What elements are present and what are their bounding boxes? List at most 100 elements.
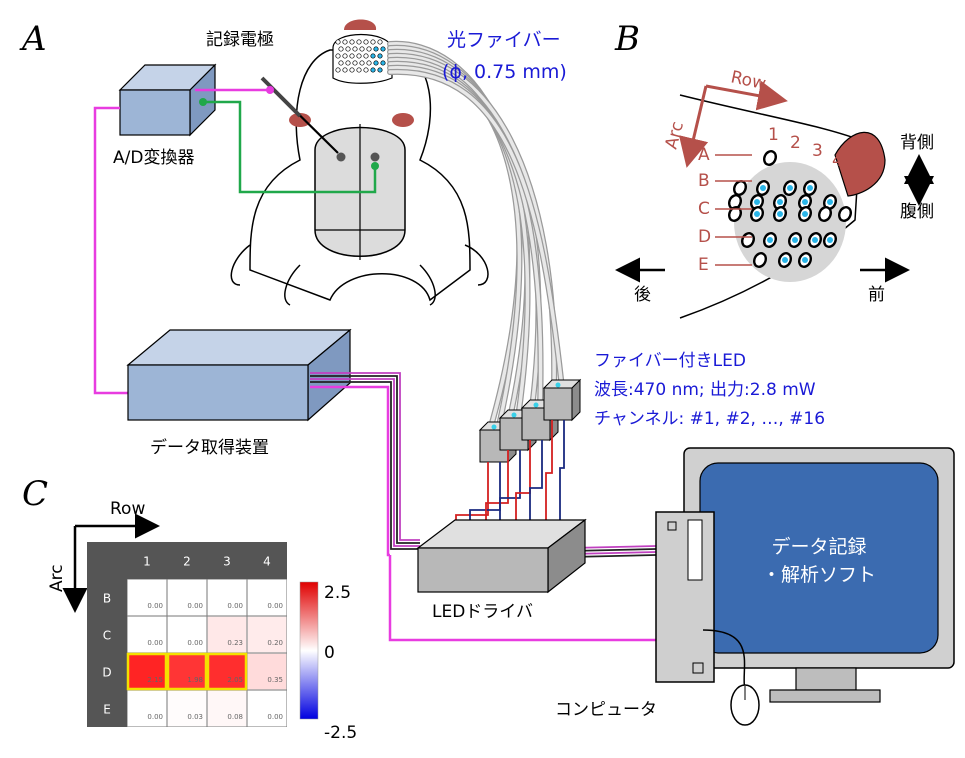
follicle-stimulated — [754, 199, 760, 205]
whisker-hole — [335, 53, 341, 59]
fiber-label: 光ファイバー — [447, 29, 561, 51]
led-module — [543, 387, 573, 421]
panel-letter-c: C — [22, 474, 48, 514]
bundle-wire — [310, 375, 420, 544]
follicle-stimulated — [782, 257, 788, 263]
whisker-hole — [356, 67, 362, 73]
whisker-hole — [363, 67, 369, 73]
led-wire-red — [455, 462, 489, 520]
whisker-pad — [332, 33, 393, 84]
stimulated-whisker — [370, 67, 376, 73]
stimulated-whisker — [373, 46, 379, 52]
whisker-pad-outline — [332, 33, 393, 84]
whisker-hole — [366, 46, 372, 52]
daq-driver-wire — [310, 385, 390, 557]
follicle-stimulated — [777, 211, 783, 217]
heatmap-value: 0.23 — [227, 639, 243, 647]
heatmap-value: 0.00 — [147, 602, 163, 610]
stimulated-whisker — [377, 67, 383, 73]
follicle-stimulated — [787, 185, 793, 191]
whisker-hole — [363, 39, 369, 45]
whisker-hole — [335, 67, 341, 73]
posterior-label: 後 — [634, 285, 651, 305]
heatmap-value: 0.03 — [187, 713, 203, 721]
follicle — [838, 206, 852, 222]
led-emitter — [555, 382, 561, 388]
colorbar-mid: 0 — [324, 643, 335, 663]
led-emitter — [491, 424, 497, 430]
daq-label: データ取得装置 — [150, 437, 269, 458]
heatmap-col-4: 4 — [263, 555, 271, 569]
row-number-3: 3 — [812, 141, 823, 161]
whisker-hole — [363, 53, 369, 59]
eye-right — [392, 113, 414, 127]
led-emitter — [533, 402, 539, 408]
anterior-label: 前 — [868, 285, 885, 305]
barrel-follicles — [728, 150, 852, 268]
stimulated-whisker — [380, 46, 386, 52]
follicle-stimulated — [767, 237, 773, 243]
heatmap-col-1: 1 — [143, 555, 151, 569]
whisker-hole — [356, 53, 362, 59]
heatmap-value: 0.00 — [267, 602, 283, 610]
fiber-diameter-label: (ϕ, 0.75 mm) — [442, 61, 567, 83]
whisker-hole — [359, 60, 365, 66]
heatmap-cell — [207, 653, 247, 690]
follicle-stimulated — [802, 199, 808, 205]
heatmap-value: 2.15 — [147, 676, 163, 684]
heatmap-row-E: E — [103, 703, 111, 717]
heatmap-cell — [167, 653, 207, 690]
computer-mouse — [702, 629, 760, 726]
heatmap-value: 0.20 — [267, 639, 283, 647]
bundle-wire — [310, 381, 420, 550]
optical-fiber-core — [388, 70, 564, 390]
heatmap-cell — [247, 616, 287, 653]
row-number-1: 1 — [768, 125, 779, 145]
whisker-hole — [349, 39, 355, 45]
led-spec-2: チャンネル: #1, #2, …, #16 — [594, 409, 825, 429]
led-wire-navy — [529, 440, 543, 520]
stimulated-whisker — [380, 60, 386, 66]
led-modules — [455, 378, 582, 520]
arc-label: Arc — [662, 119, 688, 151]
heatmap-row-C: C — [103, 629, 111, 643]
row-number-4: 4 — [832, 151, 843, 171]
follicle — [818, 206, 832, 222]
follicle — [753, 252, 767, 268]
daq-box — [126, 328, 352, 422]
optical-fibers — [387, 40, 565, 433]
heatmap-highlight — [126, 652, 168, 691]
heatmap-col-3: 3 — [223, 555, 231, 569]
follicle-stimulated — [827, 237, 833, 243]
follicle-stimulated — [807, 185, 813, 191]
eye-left — [289, 113, 311, 127]
heatmap-row-B: B — [103, 592, 111, 606]
whisker-hole — [338, 46, 344, 52]
heatmap-col-2: 2 — [183, 555, 191, 569]
heatmap-cell — [247, 579, 287, 616]
follicle-stimulated — [802, 257, 808, 263]
whisker-hole — [342, 67, 348, 73]
led-wire-navy — [559, 420, 565, 520]
stimulated-whisker — [373, 60, 379, 66]
follicle-stimulated — [827, 199, 833, 205]
whisker-hole — [352, 60, 358, 66]
heatmap-cell — [207, 616, 247, 653]
wire-node — [371, 162, 379, 170]
follicle — [728, 206, 742, 222]
heatmap-highlight — [166, 652, 208, 691]
whisker-hole — [366, 60, 372, 66]
follicle-stimulated — [792, 237, 798, 243]
heatmap-row-D: D — [102, 666, 111, 680]
computer-label: コンピュータ — [555, 700, 657, 720]
recording-electrode — [260, 76, 339, 154]
heatmap-cell — [127, 653, 167, 690]
colorbar — [299, 581, 319, 720]
heatmap-cell — [247, 690, 287, 727]
barrel-whisker-pad — [679, 94, 886, 319]
stimulated-whisker — [377, 53, 383, 59]
nose — [344, 19, 377, 30]
whisker-hole — [377, 39, 383, 45]
